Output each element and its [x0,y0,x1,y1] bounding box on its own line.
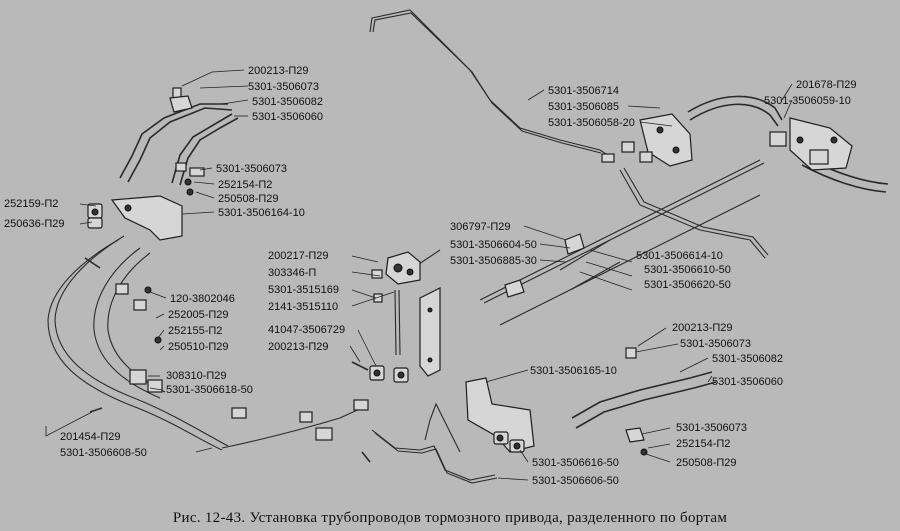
label-5301-3506060: 5301-3506060 [712,376,783,388]
label-250636-p29: 250636-П29 [4,218,65,230]
label-5301-3506618-50: 5301-3506618-50 [166,384,253,396]
leader-lines [45,69,793,481]
label-5301-3506885-30: 5301-3506885-30 [450,255,537,267]
hose-left-upper [127,107,233,183]
hose-right-upper [687,95,783,121]
pipe-5301-3506616-50 [221,405,367,449]
label-250510-p29: 250510-П29 [168,341,229,353]
label-200217-p29: 200217-П29 [268,250,329,262]
figure-caption: Рис. 12-43. Установка трубопроводов торм… [173,510,728,526]
label-5301-3506616-50: 5301-3506616-50 [532,457,619,469]
label-252154-p2: 252154-П2 [218,179,272,191]
label-200213-p29: 200213-П29 [248,65,309,77]
label-5301-3506610-50: 5301-3506610-50 [644,264,731,276]
bracket-5301-3506164-10 [110,195,183,241]
label-5301-3506073: 5301-3506073 [680,338,751,350]
hose-right-lower [571,371,713,419]
pipe-5301-3506714 [369,9,613,159]
label-5301-3506165-10: 5301-3506165-10 [530,365,617,377]
label-200213-p29: 200213-П29 [268,341,329,353]
label-5301-3506082: 5301-3506082 [712,353,783,365]
label-5301-3506073: 5301-3506073 [676,422,747,434]
bracket-5301-3506165-10 [465,377,535,453]
label-201678-p29: 201678-П29 [796,79,857,91]
pipe-5301-3506604-50 [479,159,761,301]
label-5301-3506082: 5301-3506082 [252,96,323,108]
label-5301-3506714: 5301-3506714 [548,85,619,97]
label-5301-3506620-50: 5301-3506620-50 [644,279,731,291]
label-5301-3506059-10: 5301-3506059-10 [764,95,851,107]
label-252159-p2: 252159-П2 [4,198,58,210]
label-5301-3506164-10: 5301-3506164-10 [218,207,305,219]
label-303346-p: 303346-П [268,267,316,279]
bracket-center [419,287,441,377]
label-201454-p29: 201454-П29 [60,431,121,443]
parts-drawing [84,87,853,463]
pipe-5301-3506608-50 [47,239,223,451]
label-5301-3506614-10: 5301-3506614-10 [636,250,723,262]
label-5301-3506073: 5301-3506073 [248,81,319,93]
label-5301-3506606-50: 5301-3506606-50 [532,475,619,487]
label-5301-3506608-50: 5301-3506608-50 [60,447,147,459]
label-250508-p29: 250508-П29 [218,193,279,205]
label-120-3802046: 120-3802046 [170,293,235,305]
valve-assembly-right [789,117,853,171]
label-252155-p2: 252155-П2 [168,325,222,337]
label-252005-p29: 252005-П29 [168,309,229,321]
label-5301-3506060: 5301-3506060 [252,111,323,123]
label-5301-3506085: 5301-3506085 [548,101,619,113]
label-5301-3506604-50: 5301-3506604-50 [450,239,537,251]
label-252154-p2: 252154-П2 [676,438,730,450]
part-labels: 200213-П29 5301-3506073 5301-3506082 530… [4,65,857,487]
label-5301-3515169: 5301-3515169 [268,284,339,296]
label-306797-p29: 306797-П29 [450,221,511,233]
label-200213-p29: 200213-П29 [672,322,733,334]
label-250508-p29: 250508-П29 [676,457,737,469]
valve-2141-3515110 [385,251,421,285]
label-308310-p29: 308310-П29 [166,370,227,382]
label-41047-3506729: 41047-3506729 [268,324,345,336]
label-5301-3506073: 5301-3506073 [216,163,287,175]
label-5301-3506058-20: 5301-3506058-20 [548,117,635,129]
label-2141-3515110: 2141-3515110 [268,301,338,313]
